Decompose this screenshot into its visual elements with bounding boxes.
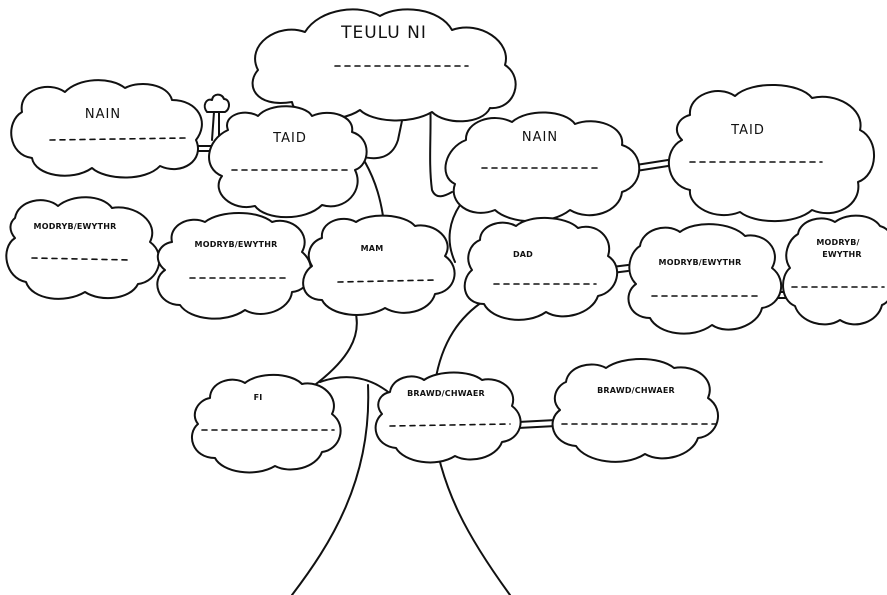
cloud-mam: MAM xyxy=(302,214,456,316)
cloud-modryb-3: MODRYB/EWYTHR xyxy=(627,223,782,335)
cloud-brawd-1: BRAWD/CHWAER xyxy=(374,371,522,464)
label-modryb-2: MODRYB/EWYTHR xyxy=(195,240,278,249)
label-dad: DAD xyxy=(513,250,533,259)
label-brawd-1: BRAWD/CHWAER xyxy=(407,389,485,398)
label-mam: MAM xyxy=(361,244,384,253)
label-nain-left: NAIN xyxy=(85,107,121,122)
cloud-dad: DAD xyxy=(463,216,618,321)
cloud-taid-right: TAID xyxy=(667,84,875,223)
label-teulu-ni: TEULU NI xyxy=(340,23,427,43)
cloud-modryb-4: MODRYB/ EWYTHR xyxy=(782,214,887,326)
label-fi: FI xyxy=(254,393,263,402)
label-nain-right: NAIN xyxy=(522,130,558,145)
cloud-teulu-ni: TEULU NI xyxy=(251,8,517,123)
cloud-fi: FI xyxy=(191,373,342,474)
cloud-nain-right: NAIN xyxy=(444,111,641,223)
label-brawd-2: BRAWD/CHWAER xyxy=(597,386,675,395)
label-modryb-3: MODRYB/EWYTHR xyxy=(659,258,742,267)
cloud-modryb-1: MODRYB/EWYTHR xyxy=(5,196,161,300)
cloud-brawd-2: BRAWD/CHWAER xyxy=(551,358,719,463)
label-modryb-4-line1: MODRYB/ xyxy=(816,238,859,247)
label-modryb-1: MODRYB/EWYTHR xyxy=(34,222,117,231)
cloud-taid-left: TAID xyxy=(208,105,368,219)
label-modryb-4-line2: EWYTHR xyxy=(822,250,862,259)
cloud-nain-left: NAIN xyxy=(10,79,203,179)
cloud-modryb-2: MODRYB/EWYTHR xyxy=(156,212,312,320)
label-taid-left: TAID xyxy=(272,131,307,146)
label-taid-right: TAID xyxy=(730,123,765,138)
